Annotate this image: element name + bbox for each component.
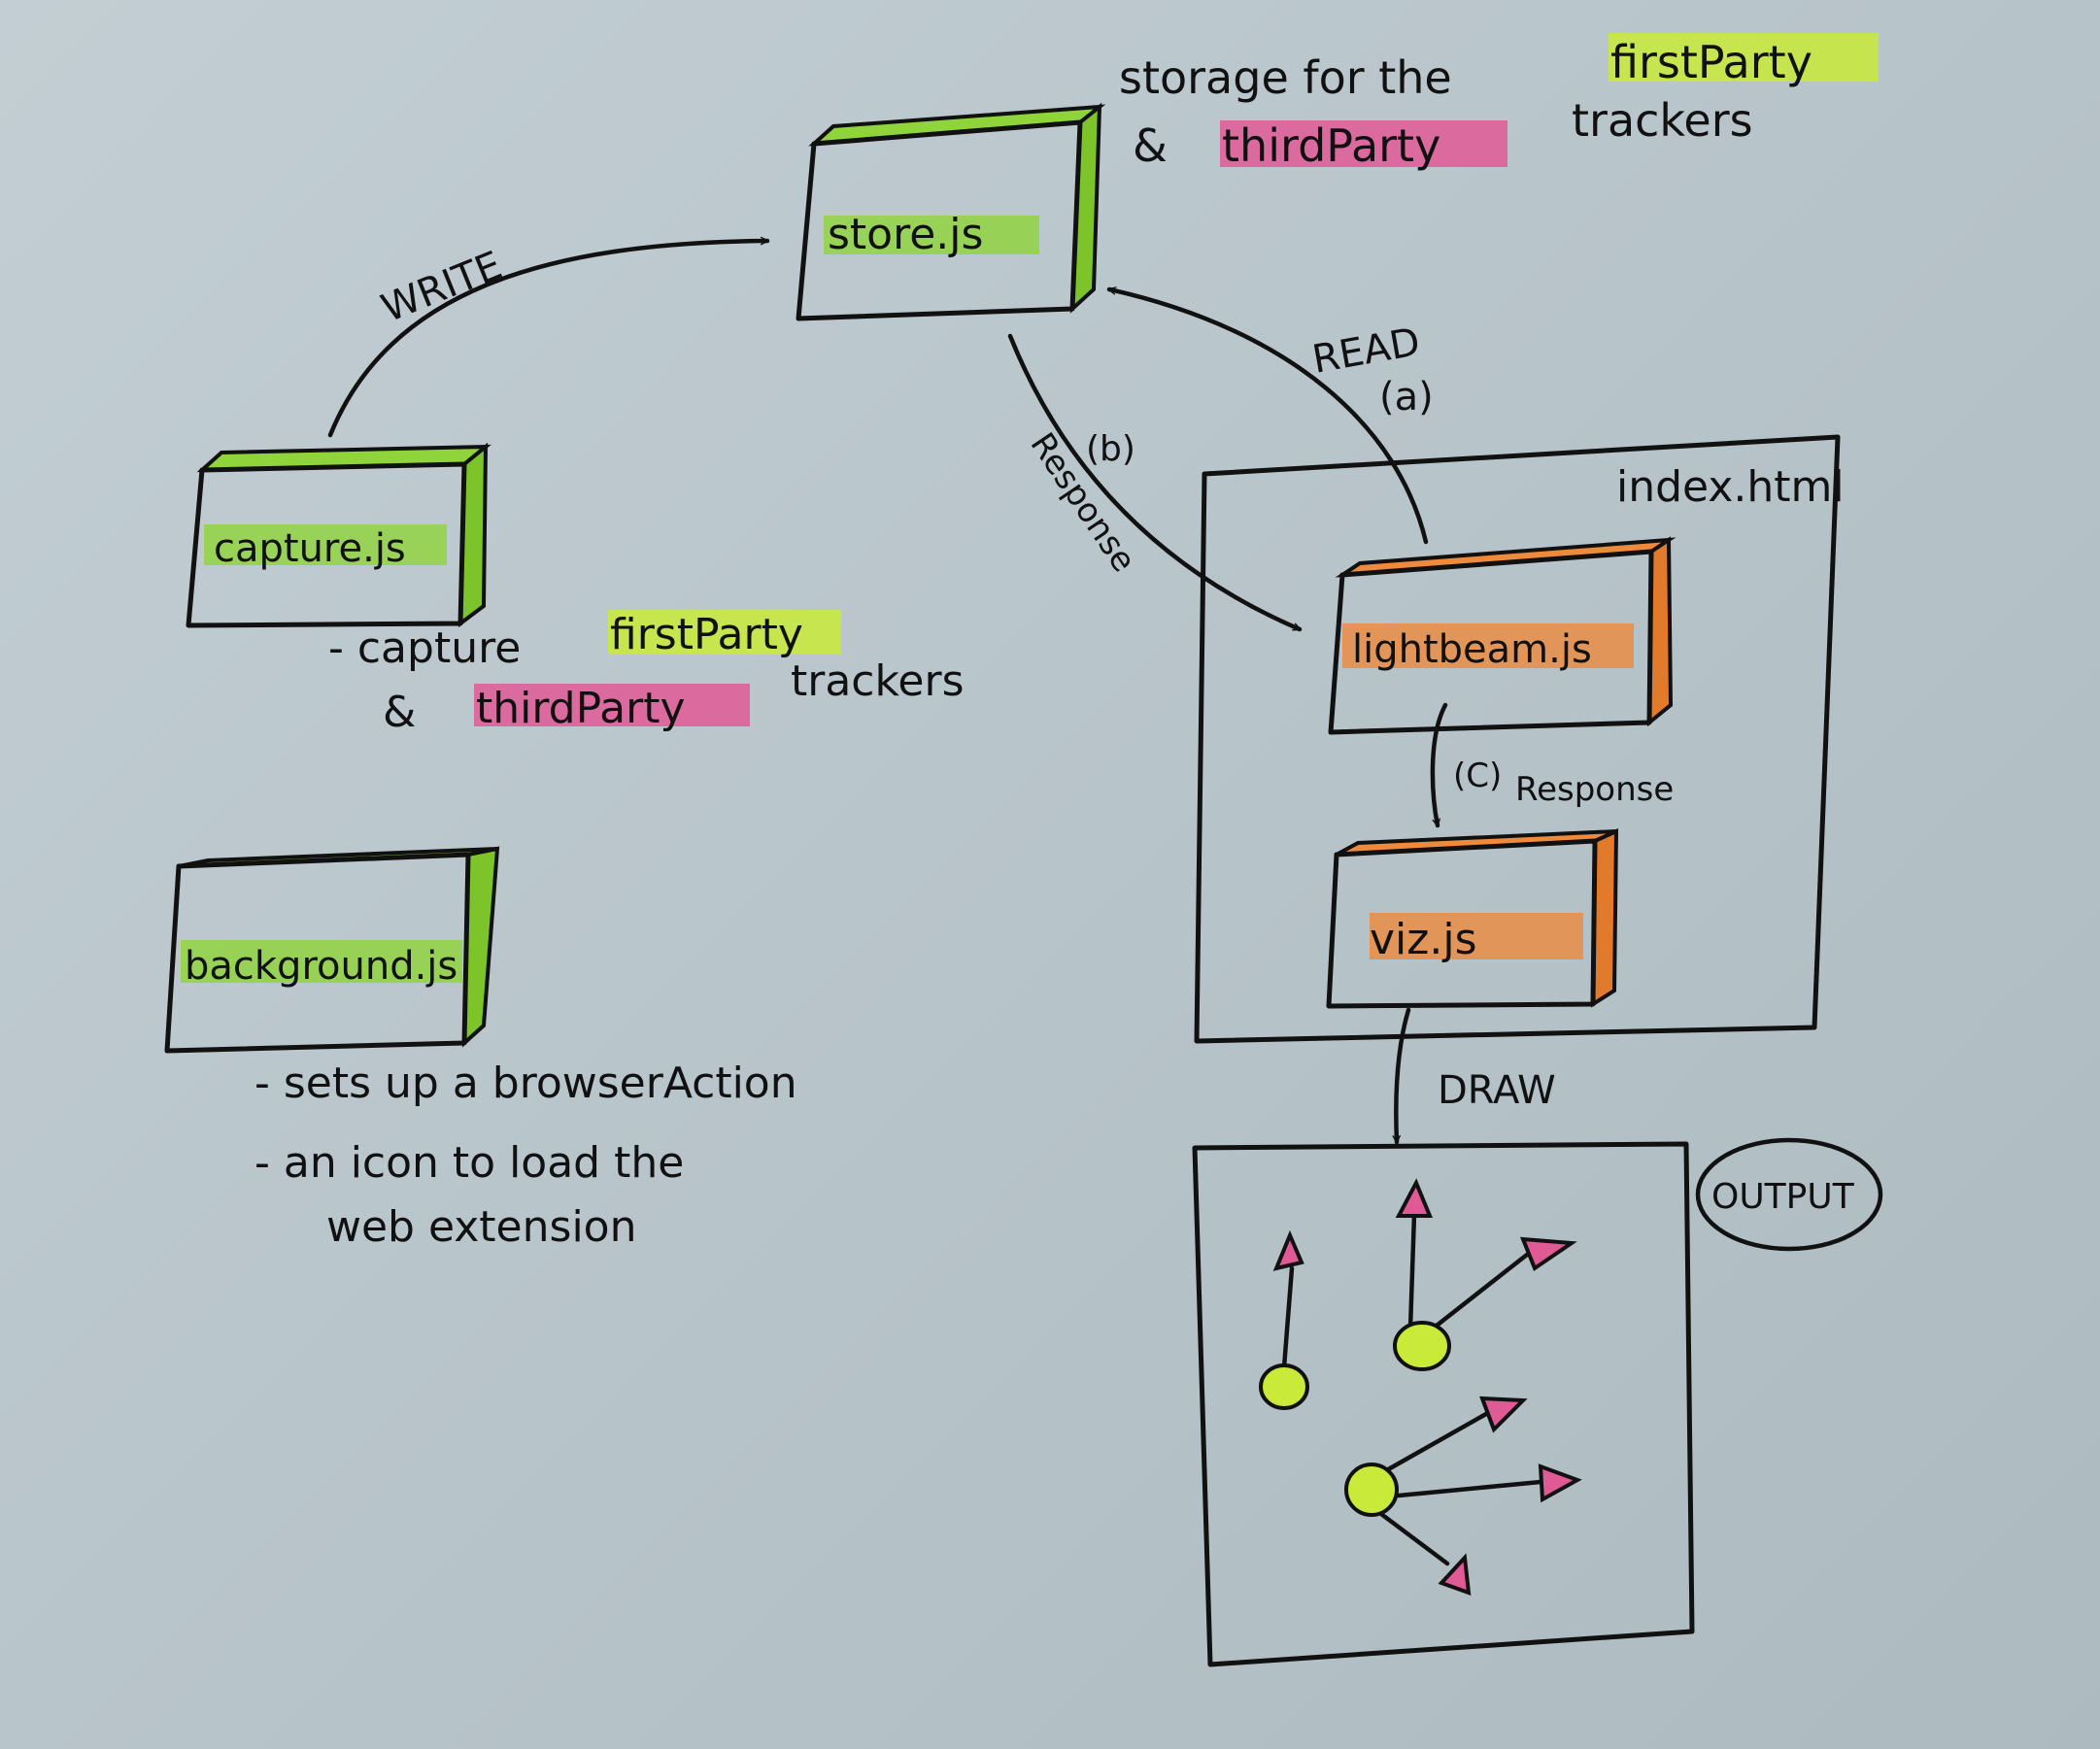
background-js-node: background.js: [164, 846, 500, 1054]
read-label: READ: [1309, 320, 1424, 383]
draw-connector: DRAW: [1392, 1007, 1556, 1145]
capture-note-trackers: trackers: [791, 656, 965, 706]
graph-tracker-node: [1538, 1463, 1582, 1503]
graph-tracker-node: [1395, 1178, 1433, 1218]
response-c-label: Response: [1515, 770, 1674, 809]
draw-label: DRAW: [1438, 1068, 1556, 1113]
lightbeam-js-highlight: [1342, 623, 1634, 668]
capture-js-highlight: [204, 524, 447, 565]
lightbeam-js-node: lightbeam.js: [1328, 536, 1677, 735]
background-js-highlight: [181, 940, 462, 983]
firstparty-highlight: [1609, 33, 1879, 82]
store-note-line2-prefix: &: [1133, 119, 1168, 172]
thirdparty-highlight: [1220, 120, 1507, 167]
background-note-line3: web extension: [326, 1202, 636, 1252]
store-note-thirdparty: thirdParty: [1222, 119, 1440, 172]
store-note-firstparty: firstParty: [1610, 36, 1812, 88]
graph-edge: [1407, 1211, 1417, 1331]
store-js-highlight: [824, 216, 1039, 254]
graph-tracker-node: [1519, 1236, 1577, 1272]
graph-edge: [1396, 1479, 1543, 1498]
graph-site-node: [1259, 1363, 1309, 1410]
output-label: OUTPUT: [1711, 1177, 1855, 1217]
index-html-container: index.html: [1194, 434, 1845, 1044]
graph-edge: [1374, 1508, 1450, 1566]
write-connector: WRITE: [327, 236, 770, 438]
response-c-step-label: (C): [1453, 757, 1502, 795]
store-js-node: store.js: [796, 102, 1106, 321]
capture-note-thirdparty: thirdParty: [476, 684, 686, 733]
response-c-connector: (C) Response: [1430, 702, 1674, 828]
store-js-label: store.js: [828, 210, 983, 259]
capture-thirdparty-highlight: [474, 684, 750, 726]
write-label: WRITE: [376, 243, 509, 331]
capture-note-line1-prefix: - capture: [328, 623, 521, 673]
graph-tracker-node: [1479, 1396, 1528, 1433]
store-note-trackers: trackers: [1572, 94, 1753, 147]
read-connector: READ (a): [1106, 286, 1434, 545]
capture-note-firstparty: firstParty: [610, 610, 803, 659]
graph-tracker-node: [1272, 1229, 1304, 1271]
viz-js-label: viz.js: [1370, 915, 1477, 964]
viz-js-highlight: [1370, 913, 1583, 959]
graph-site-node: [1393, 1321, 1451, 1371]
capture-firstparty-highlight: [608, 610, 841, 655]
index-html-label: index.html: [1616, 462, 1845, 512]
capture-js-node: capture.js: [186, 442, 491, 628]
graph-edge: [1281, 1265, 1295, 1370]
response-b-step-label: (b): [1086, 429, 1135, 469]
response-b-connector: (b) Response: [1007, 333, 1303, 632]
lightbeam-js-label: lightbeam.js: [1352, 627, 1592, 672]
output-label-ellipse: [1695, 1137, 1883, 1252]
background-js-label: background.js: [185, 944, 457, 989]
output-panel: OUTPUT: [1192, 1137, 1883, 1667]
graph-site-node: [1344, 1463, 1399, 1517]
capture-js-label: capture.js: [214, 526, 406, 571]
graph-tracker-node: [1438, 1553, 1472, 1596]
read-step-label: (a): [1379, 375, 1434, 420]
graph-edge: [1425, 1252, 1530, 1335]
graph-edge: [1380, 1411, 1489, 1475]
background-note-line1: - sets up a browserAction: [254, 1059, 797, 1108]
output-graph: [1259, 1178, 1582, 1596]
store-note-line1-prefix: storage for the: [1119, 51, 1452, 104]
viz-js-node: viz.js: [1326, 827, 1619, 1009]
capture-note-line2-prefix: &: [383, 688, 416, 737]
background-note-line2: - an icon to load the: [254, 1138, 684, 1188]
capture-note: - capture firstParty & thirdParty tracke…: [328, 610, 965, 737]
background-note: - sets up a browserAction - an icon to l…: [254, 1059, 797, 1252]
store-note: storage for the firstParty & thirdParty …: [1119, 33, 1879, 172]
